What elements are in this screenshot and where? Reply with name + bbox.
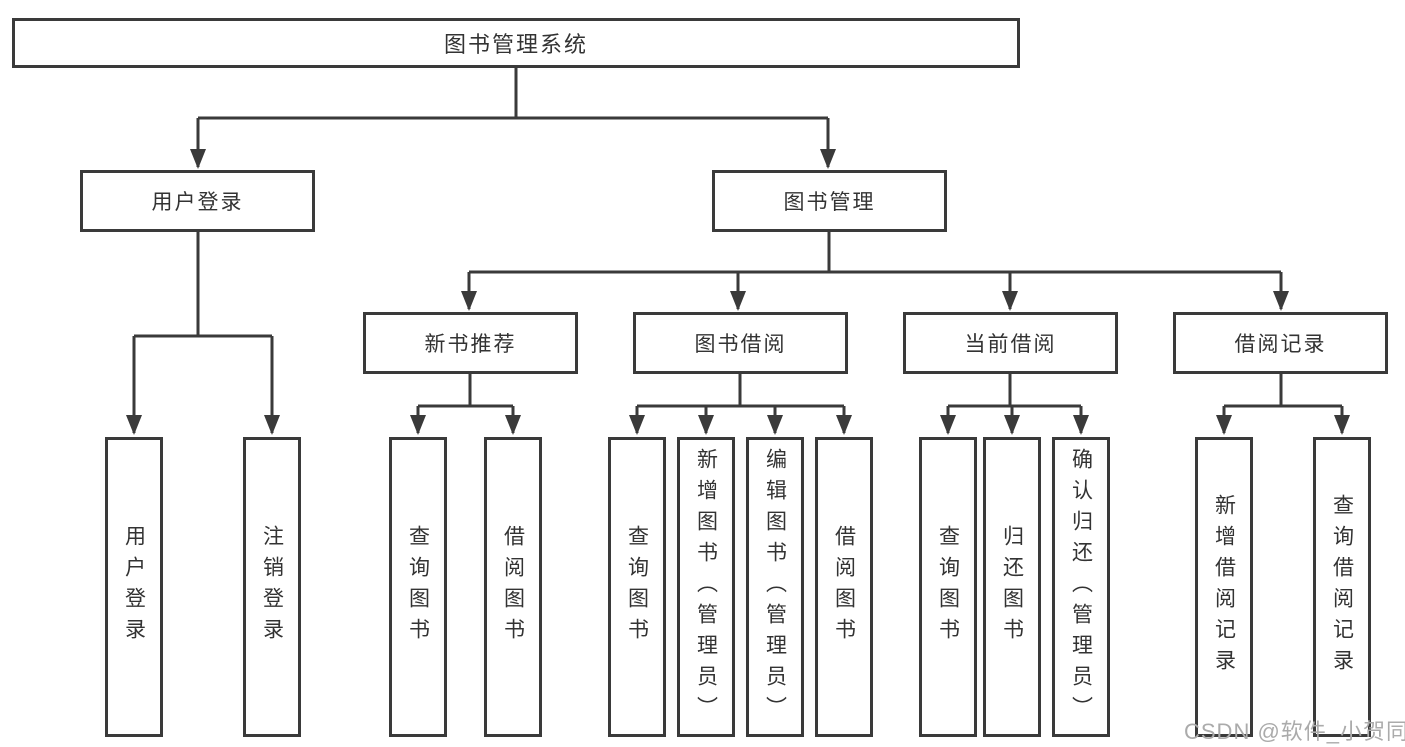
- leaf-bor-add: 新增图书（管理员）: [677, 437, 735, 737]
- edge-book-mgmt-spine: [469, 232, 1281, 274]
- leaf-rcd-query-label: 查询借阅记录: [1330, 494, 1354, 680]
- leaf-bor-borrow-label: 借阅图书: [832, 525, 856, 649]
- node-book-mgmt: 图书管理: [712, 170, 947, 232]
- leaf-login-out-label: 注销登录: [260, 525, 284, 649]
- leaf-login-out: 注销登录: [243, 437, 301, 737]
- leaf-bor-query-label: 查询图书: [625, 525, 649, 649]
- leaf-cur-return-label: 归还图书: [1000, 525, 1024, 649]
- edge-borrow-spine: [637, 374, 844, 408]
- leaf-cur-query-label: 查询图书: [936, 525, 960, 649]
- node-borrow: 图书借阅: [633, 312, 848, 374]
- leaf-rcd-add: 新增借阅记录: [1195, 437, 1253, 737]
- node-record-label: 借阅记录: [1234, 333, 1327, 356]
- node-root: 图书管理系统: [12, 18, 1020, 68]
- leaf-rcd-add-label: 新增借阅记录: [1212, 494, 1236, 680]
- node-borrow-label: 图书借阅: [694, 333, 787, 356]
- watermark: CSDN @软件_小贺同学: [1184, 719, 1405, 744]
- leaf-rec-query-label: 查询图书: [406, 525, 430, 649]
- leaf-bor-add-label: 新增图书（管理员）: [694, 447, 718, 727]
- node-new-rec: 新书推荐: [363, 312, 578, 374]
- node-new-rec-label: 新书推荐: [424, 333, 517, 356]
- leaf-cur-query: 查询图书: [919, 437, 977, 737]
- leaf-rec-query: 查询图书: [389, 437, 447, 737]
- leaf-login-user: 用户登录: [105, 437, 163, 737]
- leaf-login-user-label: 用户登录: [122, 525, 146, 649]
- leaf-cur-return: 归还图书: [983, 437, 1041, 737]
- leaf-bor-edit-label: 编辑图书（管理员）: [763, 447, 787, 727]
- node-root-label: 图书管理系统: [443, 32, 588, 57]
- leaf-rec-borrow-label: 借阅图书: [501, 525, 525, 649]
- leaf-cur-confirm-label: 确认归还（管理员）: [1069, 447, 1093, 727]
- edge-current-spine: [948, 374, 1081, 408]
- leaf-bor-query: 查询图书: [608, 437, 666, 737]
- leaf-bor-edit: 编辑图书（管理员）: [746, 437, 804, 737]
- node-book-mgmt-label: 图书管理: [783, 191, 876, 214]
- leaf-cur-confirm: 确认归还（管理员）: [1052, 437, 1110, 737]
- leaf-rec-borrow: 借阅图书: [484, 437, 542, 737]
- edge-user-login-spine: [134, 232, 272, 338]
- node-current-label: 当前借阅: [964, 333, 1057, 356]
- edge-root-spine: [198, 68, 828, 120]
- node-user-login: 用户登录: [80, 170, 315, 232]
- edge-new-rec-spine: [418, 374, 513, 408]
- node-current: 当前借阅: [903, 312, 1118, 374]
- leaf-rcd-query: 查询借阅记录: [1313, 437, 1371, 737]
- leaf-bor-borrow: 借阅图书: [815, 437, 873, 737]
- node-record: 借阅记录: [1173, 312, 1388, 374]
- node-user-login-label: 用户登录: [151, 191, 244, 214]
- edge-record-spine: [1224, 374, 1342, 408]
